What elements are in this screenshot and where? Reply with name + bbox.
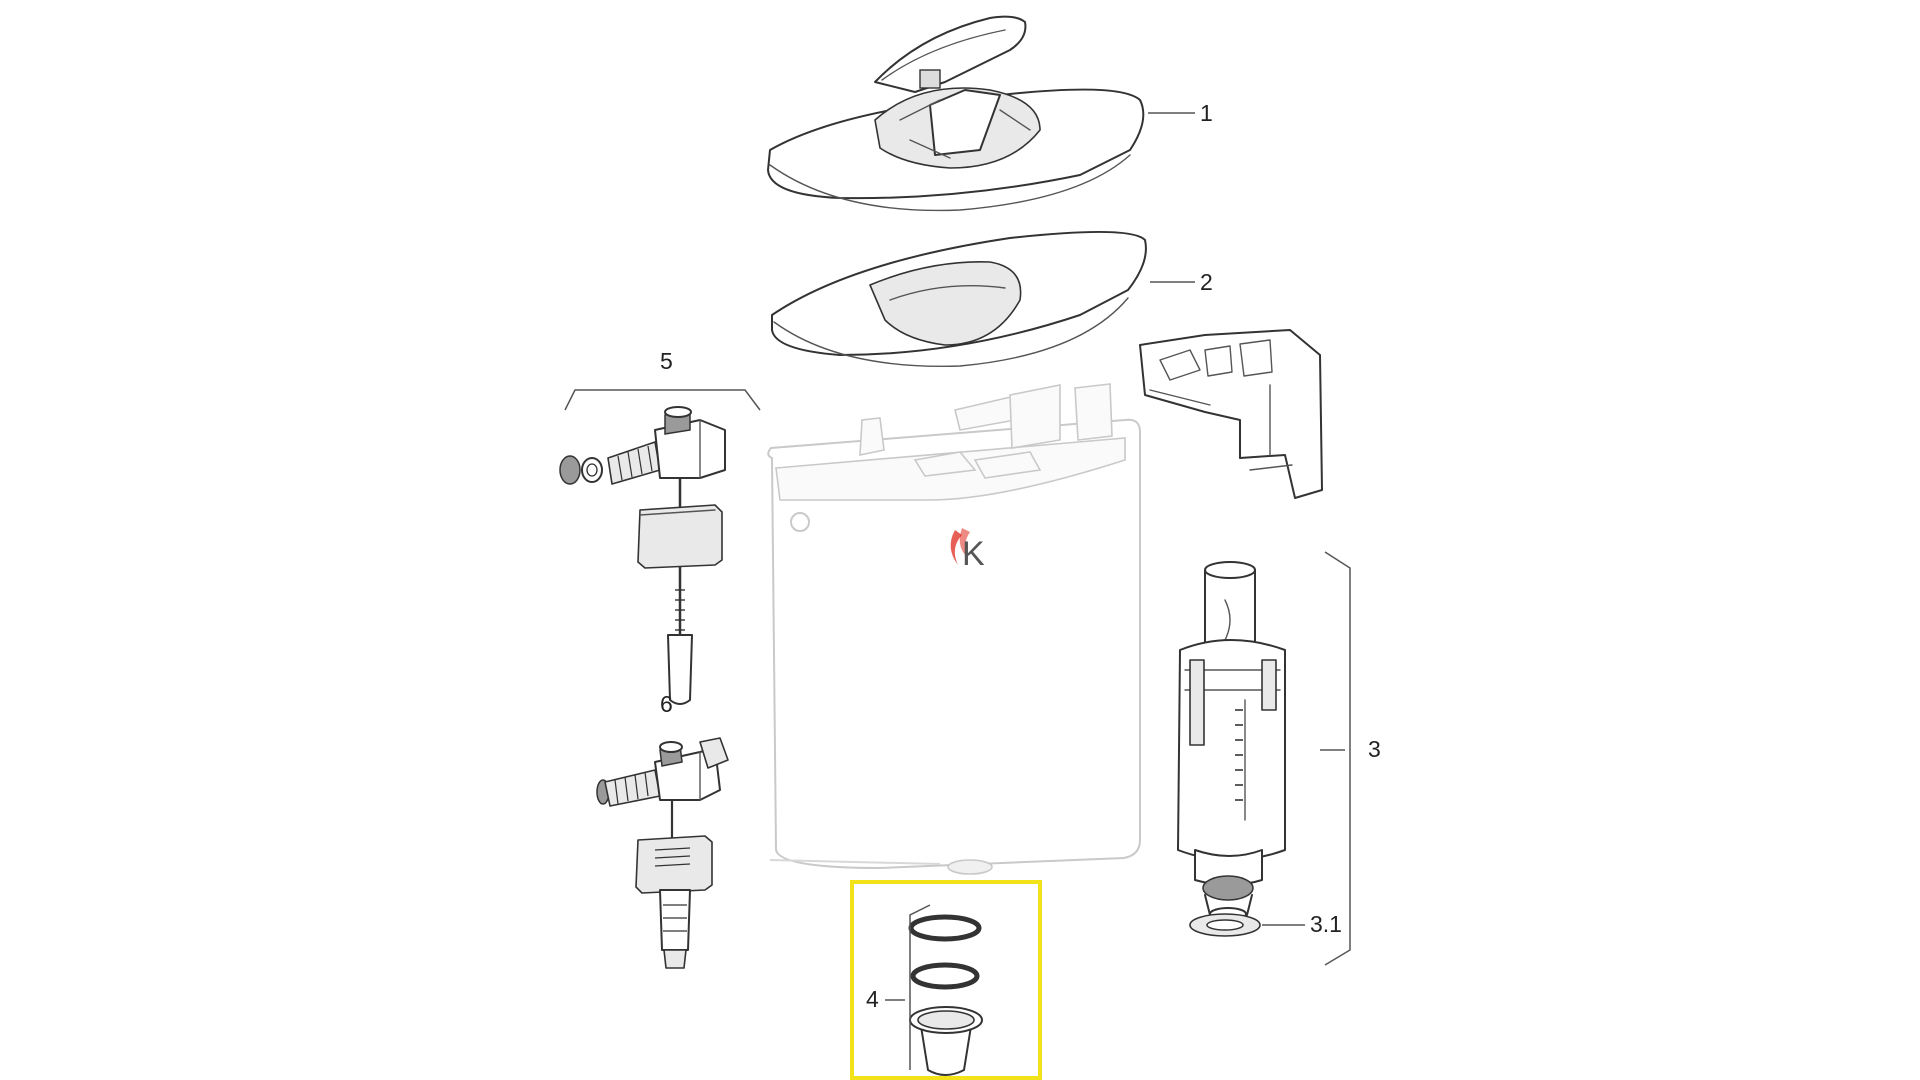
overflow-pipe [1204,569,1256,646]
part-4-reducer-sleeve [919,1019,973,1076]
part-3-flush-valve[interactable] [1177,561,1286,921]
watermark-letter: K [962,535,985,573]
actuator-bracket[interactable] [1139,329,1323,499]
part-4-seal-ring-top [908,914,982,942]
label-part-5[interactable]: 5 [660,348,673,374]
part-6-fill-valve[interactable] [596,737,729,969]
valve-seal [1202,875,1254,901]
tank-outlet [947,859,993,875]
overflow-hole [790,512,810,532]
part-4-seal-set[interactable] [908,914,983,1076]
watermark-logo: K [950,528,985,573]
part-5-nut [559,455,581,485]
label-part-3-1[interactable]: 3.1 [1310,911,1342,937]
highlight-box-part-4 [850,880,1042,1080]
part-2-cover-plate[interactable] [771,231,1147,368]
label-part-4[interactable]: 4 [866,986,879,1012]
label-part-1[interactable]: 1 [1200,100,1213,126]
part-5-fill-valve[interactable] [559,406,726,705]
part-4-seal-ring-bottom [910,962,980,990]
leader-lines [564,112,1351,1070]
part-3-1-washer[interactable] [1189,913,1261,937]
label-part-2[interactable]: 2 [1200,269,1213,295]
cistern-tank[interactable] [767,383,1141,875]
label-part-3[interactable]: 3 [1368,736,1381,762]
part-1-cover-with-flap[interactable] [767,15,1145,212]
label-part-6[interactable]: 6 [660,691,673,717]
